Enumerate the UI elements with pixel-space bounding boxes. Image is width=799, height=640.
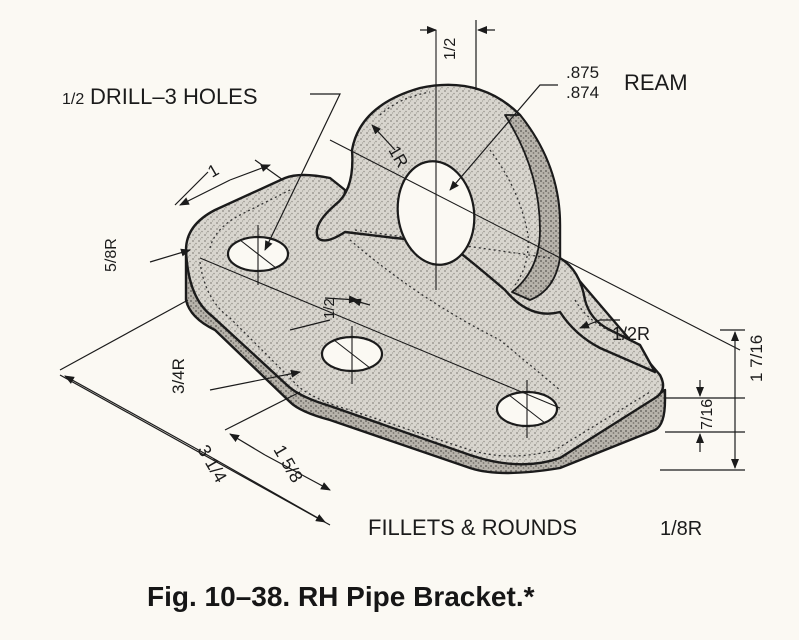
fillets-note-value: 1/8R: [660, 518, 702, 540]
height-total-label: 1 7/16: [747, 335, 766, 382]
base-thickness-label: 7/16: [699, 399, 716, 430]
overall-length-label: 3 1/4: [194, 441, 231, 486]
corner-radius-label: 5/8R: [103, 238, 120, 272]
fillet-hatching: [199, 91, 651, 457]
top-width-label: 1/2: [442, 38, 459, 60]
fillets-note: FILLETS & ROUNDS: [368, 515, 577, 540]
ream-upper-label: .875: [566, 63, 599, 82]
dimension-lines: [59, 20, 745, 526]
small-radius-label: 3/4R: [169, 358, 188, 394]
ream-lower-label: .874: [566, 83, 599, 102]
hole-spacing-label: 1 5/8: [270, 441, 307, 486]
drill-fraction-label: 1/2: [62, 91, 84, 108]
figure-caption: Fig. 10–38. RH Pipe Bracket.*: [147, 581, 535, 612]
center-lines: [199, 30, 741, 438]
center-offset-label: 1/2: [321, 298, 338, 319]
dimension-labels: 1/2 DRILL–3 HOLES 1/2 .875 .874 REAM 1R …: [62, 38, 766, 540]
ream-text-label: REAM: [624, 70, 688, 95]
drill-callout-label: DRILL–3 HOLES: [90, 84, 258, 109]
fillet-radius-label: 1/2R: [612, 324, 650, 344]
dim-1-label: 1: [205, 160, 223, 181]
upright-right-face: [504, 114, 561, 301]
